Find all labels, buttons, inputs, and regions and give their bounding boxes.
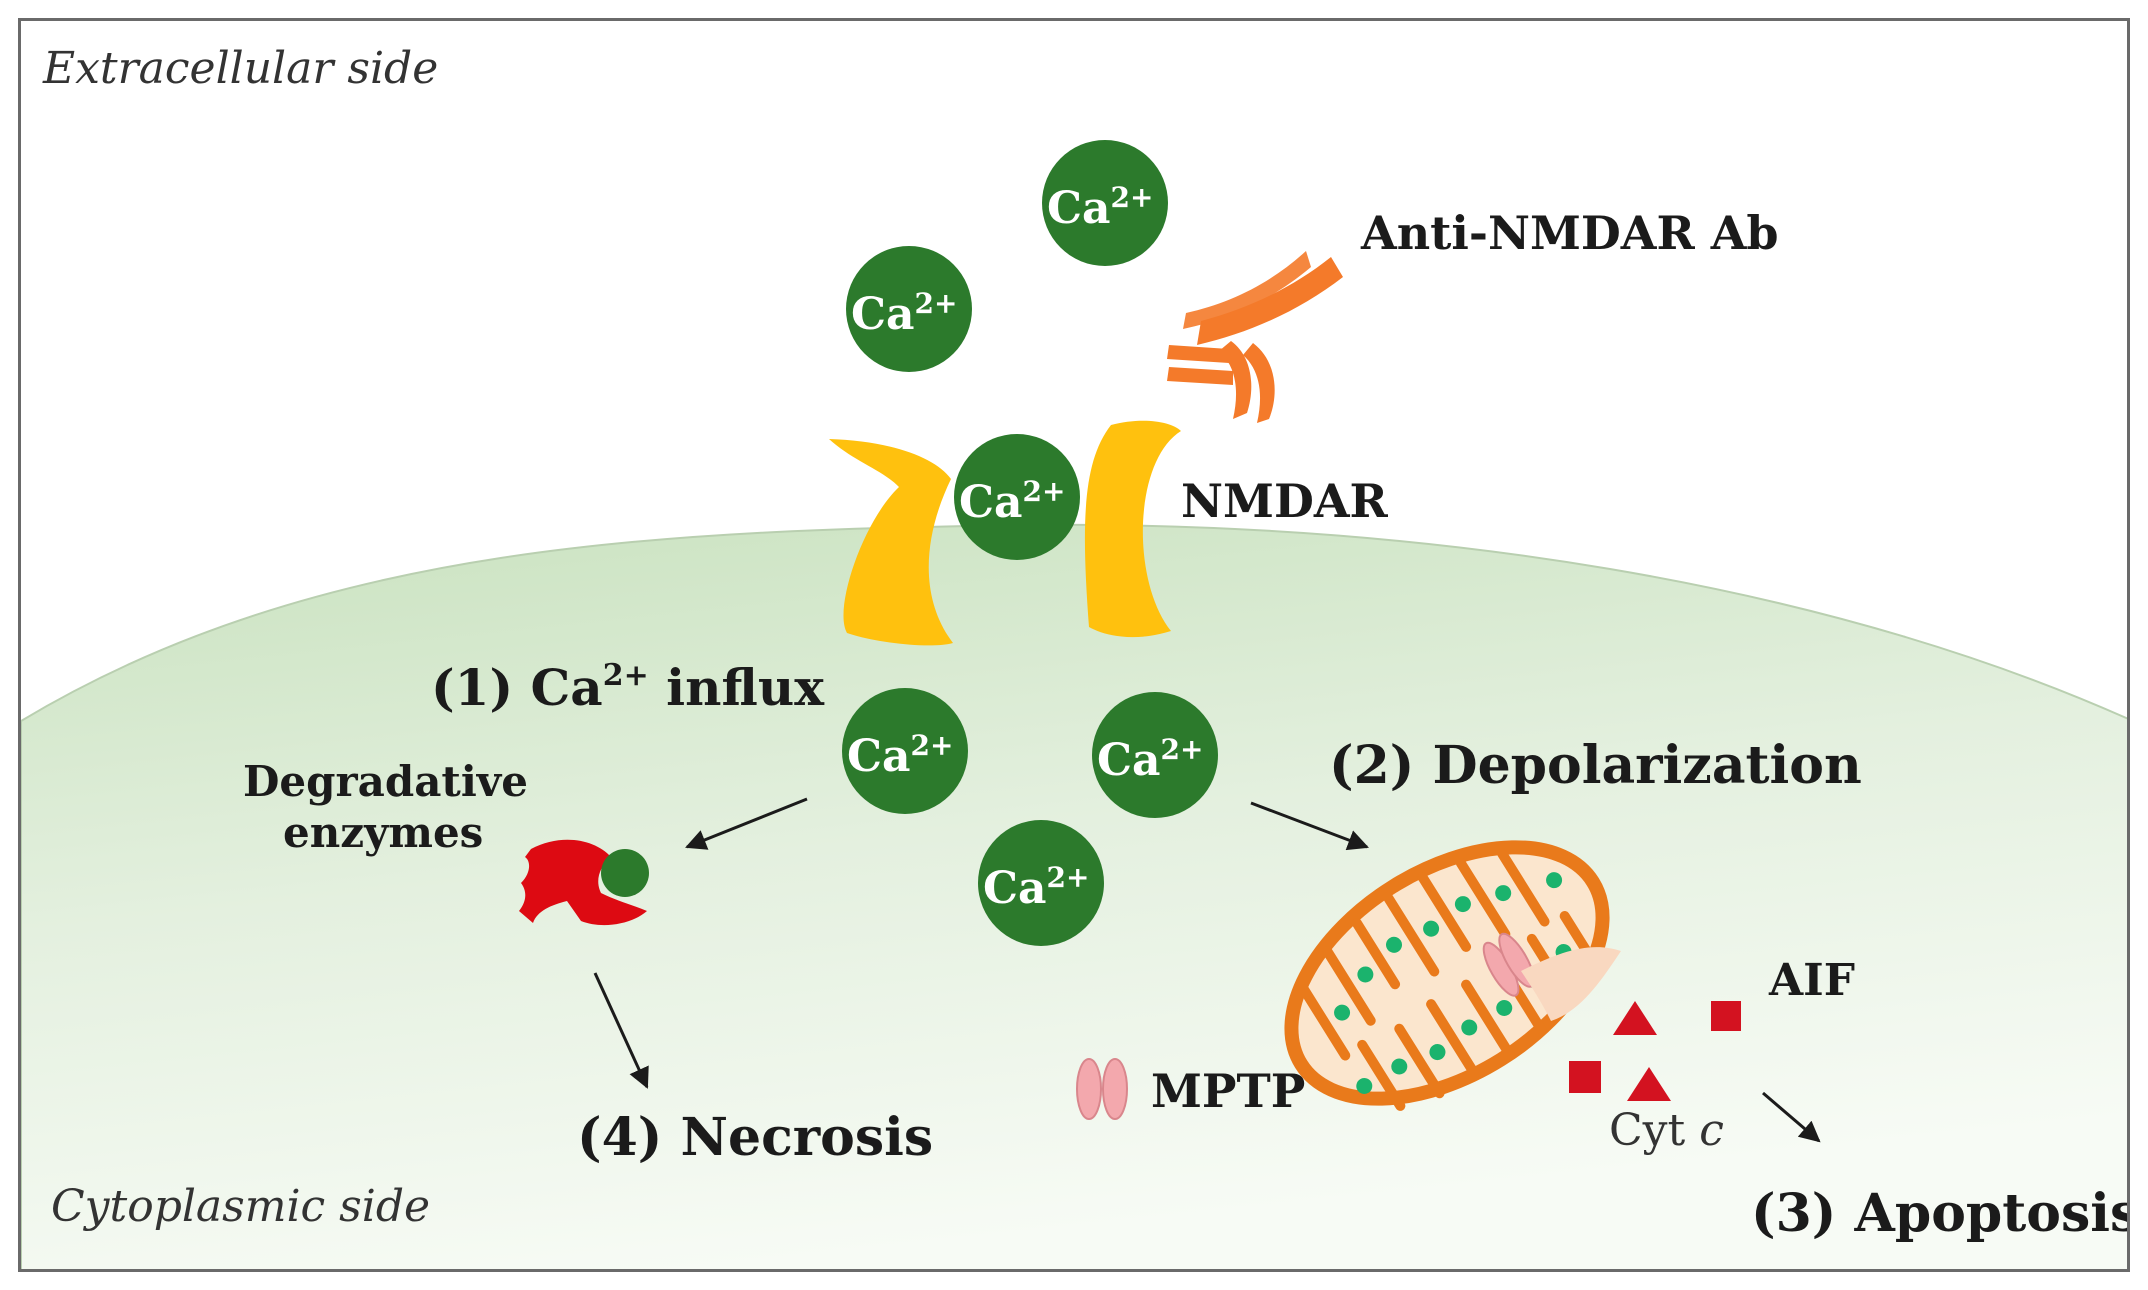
nmdar-left-subunit bbox=[829, 439, 953, 646]
aif-label: AIF bbox=[1768, 955, 1855, 1006]
aif-icon bbox=[1569, 1001, 1741, 1093]
svg-text:Ca2+: Ca2+ bbox=[1097, 733, 1203, 786]
nmdar-diagram: Extracellular side Cytoplasmic side Anti… bbox=[21, 43, 2130, 1269]
depolarization-label: (2) Depolarization bbox=[1329, 735, 1862, 796]
enzymes-label-line1: Degradative bbox=[243, 757, 528, 806]
calcium-ion: Ca2+ bbox=[842, 688, 968, 814]
nmdar-receptor bbox=[829, 420, 1181, 646]
extracellular-label: Extracellular side bbox=[42, 43, 438, 94]
calcium-ion: Ca2+ bbox=[846, 246, 972, 372]
enzymes-label-line2: enzymes bbox=[283, 808, 483, 857]
mptp-legend-icon bbox=[1076, 1058, 1128, 1120]
svg-text:Ca2+: Ca2+ bbox=[847, 729, 953, 782]
mptp-label: MPTP bbox=[1151, 1064, 1305, 1118]
necrosis-label: (4) Necrosis bbox=[577, 1107, 933, 1168]
svg-text:Ca2+: Ca2+ bbox=[851, 287, 957, 340]
svg-text:Ca2+: Ca2+ bbox=[959, 475, 1065, 528]
arrow-to-apoptosis bbox=[1762, 1091, 1821, 1143]
enzyme-icon bbox=[519, 839, 649, 926]
cyt-c-label: Cyt c bbox=[1609, 1105, 1724, 1156]
svg-text:Ca2+: Ca2+ bbox=[983, 861, 1089, 914]
figure-frame: Extracellular side Cytoplasmic side Anti… bbox=[18, 18, 2130, 1272]
calcium-ion: Ca2+ bbox=[1092, 692, 1218, 818]
arrow-to-necrosis bbox=[593, 972, 649, 1089]
calcium-ion: Ca2+ bbox=[978, 820, 1104, 946]
nmdar-label: NMDAR bbox=[1181, 474, 1389, 528]
nmdar-right-subunit bbox=[1084, 420, 1181, 638]
calcium-ion: Ca2+ bbox=[954, 434, 1080, 560]
cytochrome-c-icon bbox=[1613, 1001, 1671, 1101]
svg-text:Ca2+: Ca2+ bbox=[1047, 181, 1153, 234]
arrow-to-mitochondrion bbox=[1250, 801, 1369, 851]
arrow-to-enzymes bbox=[685, 797, 808, 850]
calcium-ion: Ca2+ bbox=[1042, 140, 1168, 266]
apoptosis-label: (3) Apoptosis bbox=[1751, 1183, 2130, 1244]
step1-label: (1) Ca2+ influx bbox=[431, 658, 825, 717]
antibody-icon bbox=[1167, 251, 1343, 423]
release-plume bbox=[1521, 947, 1621, 1021]
mitochondrion-icon bbox=[1284, 840, 1621, 1111]
antibody-label: Anti-NMDAR Ab bbox=[1360, 206, 1779, 260]
cytoplasmic-label: Cytoplasmic side bbox=[51, 1181, 430, 1232]
